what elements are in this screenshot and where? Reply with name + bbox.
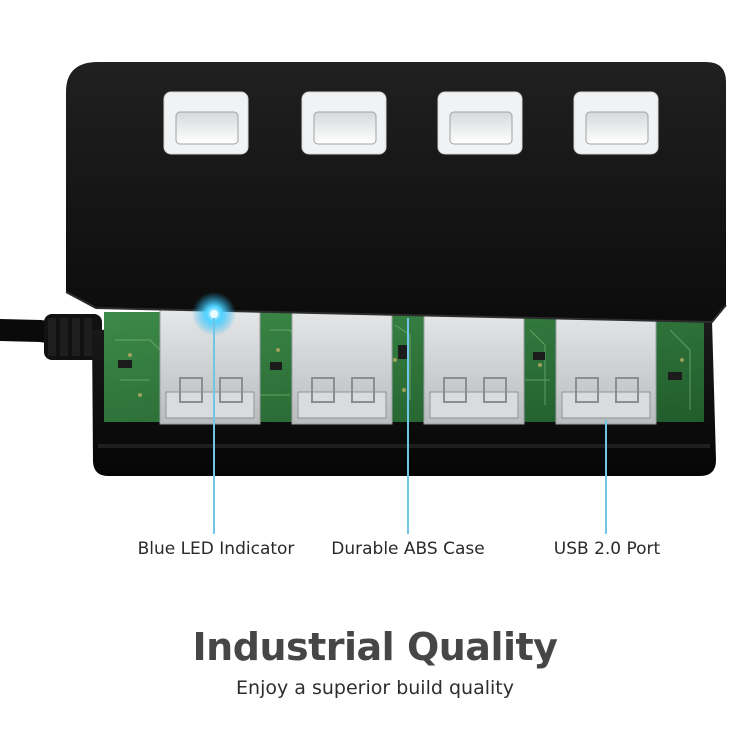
usb-port-2 xyxy=(291,305,393,425)
usb-port-4 xyxy=(555,305,657,425)
callout-label-led: Blue LED Indicator xyxy=(137,539,295,559)
usb-port-row xyxy=(159,305,657,425)
blue-led-glow xyxy=(192,292,236,336)
callout-lines xyxy=(213,318,607,534)
switch-slot-4 xyxy=(573,91,659,155)
usb-port-3 xyxy=(423,305,525,425)
subheadline: Enjoy a superior build quality xyxy=(236,677,514,699)
callout-label-port: USB 2.0 Port xyxy=(553,539,661,559)
usb-cable xyxy=(0,314,102,360)
headline: Industrial Quality xyxy=(192,625,558,669)
callout-label-case: Durable ABS Case xyxy=(331,539,485,559)
usb-port-1 xyxy=(159,305,261,425)
switch-slot-1 xyxy=(163,91,249,155)
switch-slot-2 xyxy=(301,91,387,155)
hub-top-lid xyxy=(65,62,727,324)
switch-slot-3 xyxy=(437,91,523,155)
